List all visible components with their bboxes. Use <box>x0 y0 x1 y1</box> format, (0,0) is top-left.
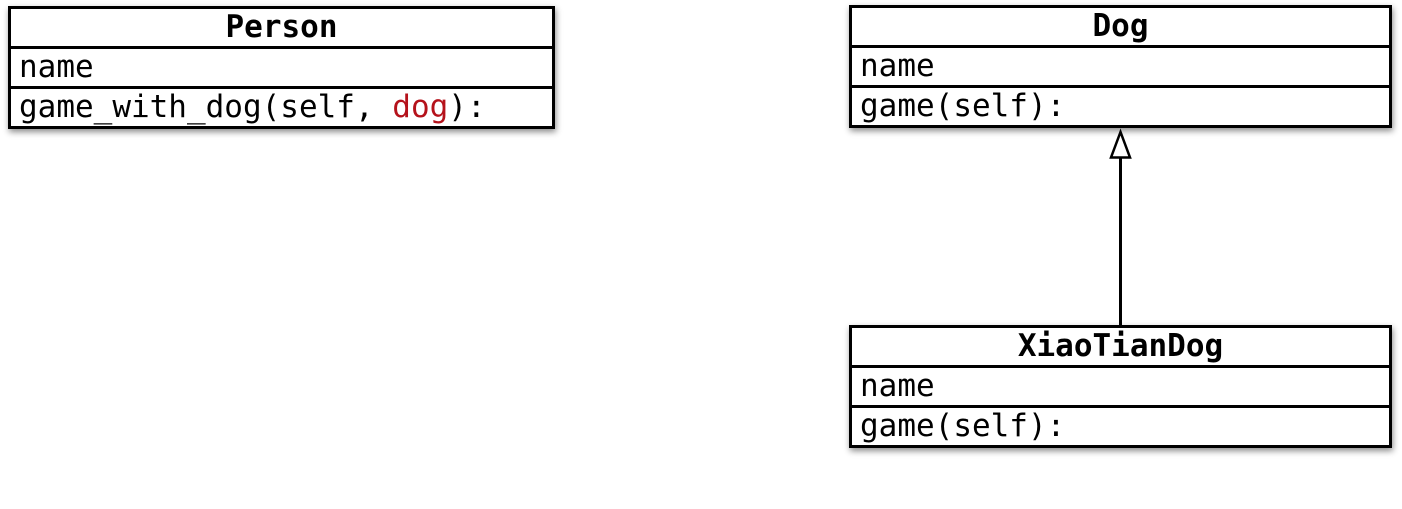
class-box-xiaotiandog: XiaoTianDog name game(self): <box>849 325 1392 448</box>
attribute-row-xiaotiandog: name <box>852 368 1389 408</box>
class-title-dog: Dog <box>852 8 1389 48</box>
attribute-row-person: name <box>11 49 552 89</box>
method-param-highlight: dog <box>392 89 449 125</box>
hollow-triangle-arrowhead-icon <box>1109 128 1132 159</box>
class-box-person: Person name game_with_dog(self, dog): <box>8 6 555 129</box>
method-row-xiaotiandog: game(self): <box>860 408 1066 444</box>
method-text-segment: ): <box>448 89 486 125</box>
attribute-row-dog: name <box>852 48 1389 88</box>
method-row-dog: game(self): <box>860 88 1066 124</box>
class-title-xiaotiandog: XiaoTianDog <box>852 328 1389 368</box>
method-text-segment: game_with_dog(self, <box>19 89 393 125</box>
class-title-person: Person <box>11 9 552 49</box>
class-box-dog: Dog name game(self): <box>849 5 1392 128</box>
method-row-person: game_with_dog(self, dog): <box>11 89 552 126</box>
